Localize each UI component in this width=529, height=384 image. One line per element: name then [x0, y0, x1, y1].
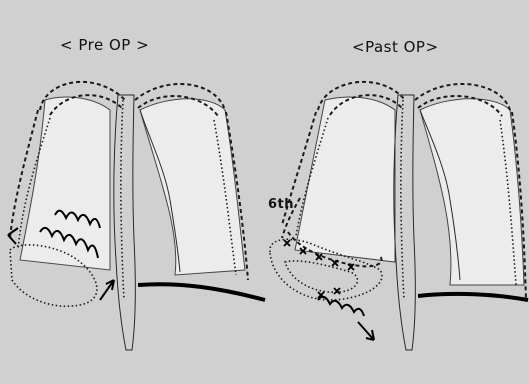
post-op-label: <Past OP>	[352, 38, 439, 56]
pre-op-diaphragm	[138, 284, 265, 300]
pre-op-pointer-arrow	[8, 228, 18, 244]
pre-op-label: < Pre OP >	[60, 36, 149, 54]
post-op-diaphragm	[418, 294, 528, 300]
post-op-spine-edge	[401, 100, 404, 300]
pre-op-right-lung	[20, 97, 110, 270]
rib-level-label: 6th	[268, 197, 294, 212]
pre-op-spine-edge	[121, 100, 124, 300]
post-op-flap-inner	[285, 261, 357, 292]
post-op-down-arrow	[358, 322, 374, 340]
pre-op-left-lung	[140, 99, 245, 275]
post-op-panel	[270, 82, 528, 350]
pre-op-spine	[114, 95, 135, 350]
pre-op-panel	[8, 82, 265, 350]
pre-op-up-arrow	[100, 280, 114, 300]
post-op-spine	[394, 95, 415, 350]
post-op-tissue-scribble	[318, 297, 364, 316]
